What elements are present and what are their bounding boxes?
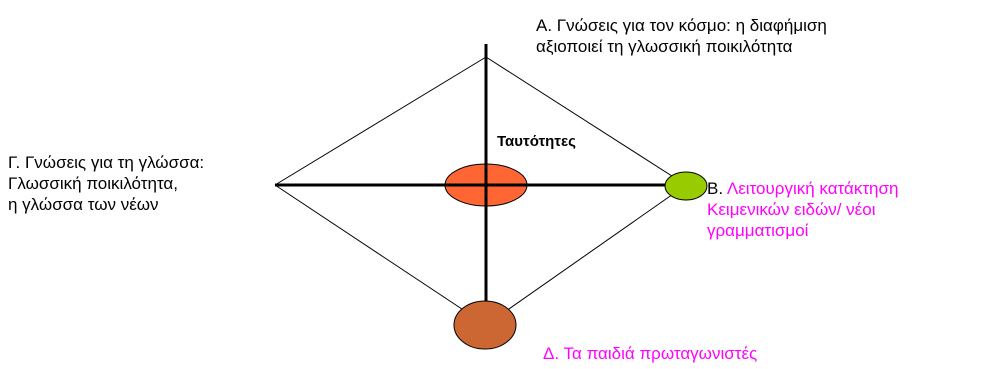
edge-bottom-left — [274, 184, 487, 326]
node-c-label: Γ. Γνώσεις για τη γλώσσα: Γλωσσική ποικι… — [8, 153, 205, 214]
edge-top-left — [274, 56, 487, 186]
node-b-label: Β. Λειτουργική κατάκτηση Κειμενικών ειδώ… — [707, 178, 898, 241]
edge-top-right — [485, 56, 687, 186]
center-label: Ταυτότητες — [497, 133, 576, 150]
node-d-label: Δ. Τα παιδιά πρωταγωνιστές — [543, 344, 758, 363]
edge-bottom-right — [485, 184, 687, 326]
node-d-circle — [453, 300, 517, 350]
node-b-ellipse — [664, 171, 708, 201]
node-a-label: Α. Γνώσεις για τον κόσμο: η διαφήμιση αξ… — [536, 16, 827, 56]
node-b-prefix: Β. — [707, 179, 724, 198]
node-b-text: Λειτουργική κατάκτηση Κειμενικών ειδών/ … — [707, 179, 899, 240]
